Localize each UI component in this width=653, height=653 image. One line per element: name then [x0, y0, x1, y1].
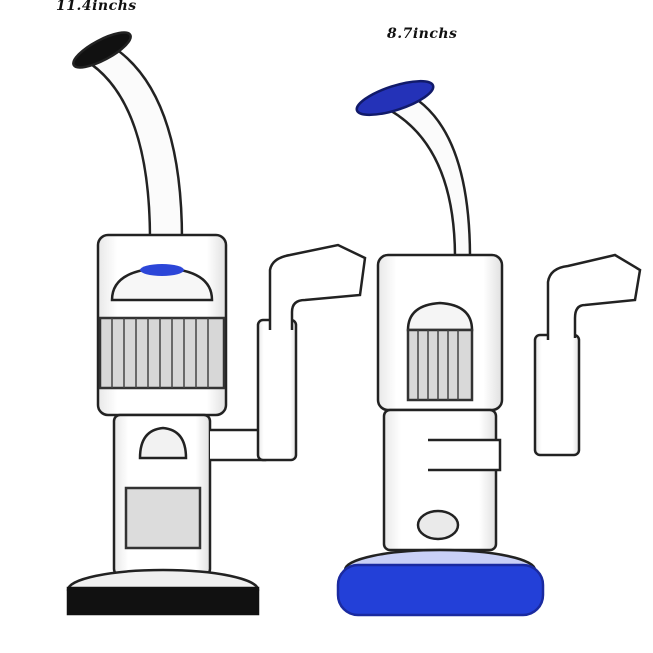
right-height-label: 8.7inchs [387, 26, 458, 42]
blue-dome [140, 264, 184, 276]
black-base [66, 586, 260, 616]
left-height-label: 11.4inchs [56, 0, 137, 14]
blue-base [336, 563, 545, 617]
left-water-pipe [66, 31, 367, 616]
black-mouthpiece [72, 31, 132, 69]
right-water-pipe [336, 79, 642, 617]
blue-mouthpiece [355, 79, 435, 117]
